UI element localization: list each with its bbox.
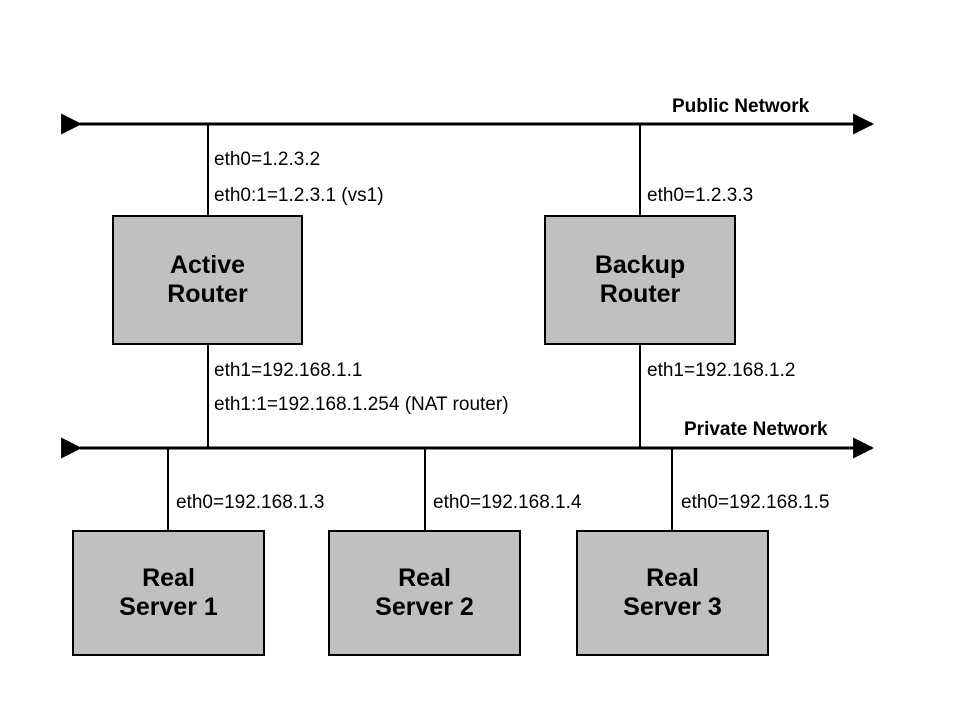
node-real-server-1-line2: Server 1 (119, 593, 218, 621)
node-backup-router[interactable]: Backup Router (544, 215, 736, 345)
public-network-label: Public Network (672, 96, 810, 117)
label-real-server-1-eth0: eth0=192.168.1.3 (176, 492, 325, 513)
node-real-server-2-line1: Real (398, 563, 451, 592)
node-real-server-3-line2: Server 3 (623, 593, 722, 621)
node-backup-router-line1: Backup (594, 250, 686, 279)
node-real-server-1-line1: Real (142, 563, 195, 592)
label-active-router-eth1-alias: eth1:1=192.168.1.254 (NAT router) (214, 394, 509, 415)
label-active-router-eth0-alias: eth0:1=1.2.3.1 (vs1) (214, 185, 384, 206)
label-backup-router-eth1: eth1=192.168.1.2 (647, 360, 796, 381)
label-real-server-2-eth0: eth0=192.168.1.4 (433, 492, 582, 513)
node-active-router-line2: Router (167, 280, 248, 308)
label-active-router-eth0: eth0=1.2.3.2 (214, 149, 321, 170)
label-active-router-eth1: eth1=192.168.1.1 (214, 360, 363, 381)
node-real-server-2-line2: Server 2 (375, 593, 474, 621)
node-active-router-line1: Active (169, 250, 246, 279)
node-real-server-3-line1: Real (646, 563, 699, 592)
node-real-server-3[interactable]: Real Server 3 (576, 530, 769, 656)
label-real-server-3-eth0: eth0=192.168.1.5 (681, 492, 830, 513)
label-backup-router-eth0: eth0=1.2.3.3 (647, 185, 754, 206)
node-real-server-1[interactable]: Real Server 1 (72, 530, 265, 656)
private-network-label: Private Network (684, 419, 828, 440)
node-active-router[interactable]: Active Router (112, 215, 303, 345)
node-backup-router-line2: Router (599, 280, 681, 308)
node-real-server-2[interactable]: Real Server 2 (328, 530, 521, 656)
